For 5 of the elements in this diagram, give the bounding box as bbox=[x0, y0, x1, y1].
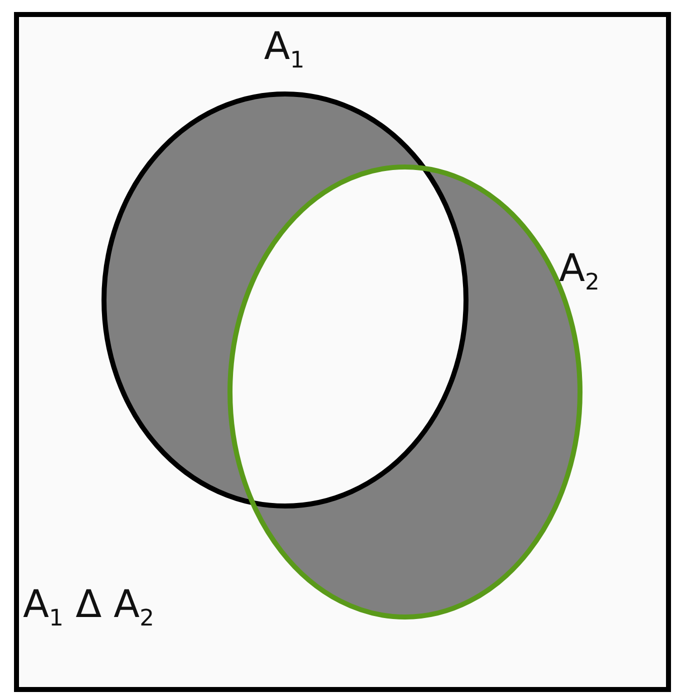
set-expression: A$_{1}$ Δ A$_{2}$ bbox=[23, 585, 154, 630]
set-label: A$_{2}$ bbox=[559, 249, 600, 294]
set-ellipse bbox=[102, 92, 468, 508]
universe-frame bbox=[14, 12, 671, 692]
set-label: A$_{1}$ bbox=[264, 27, 305, 72]
